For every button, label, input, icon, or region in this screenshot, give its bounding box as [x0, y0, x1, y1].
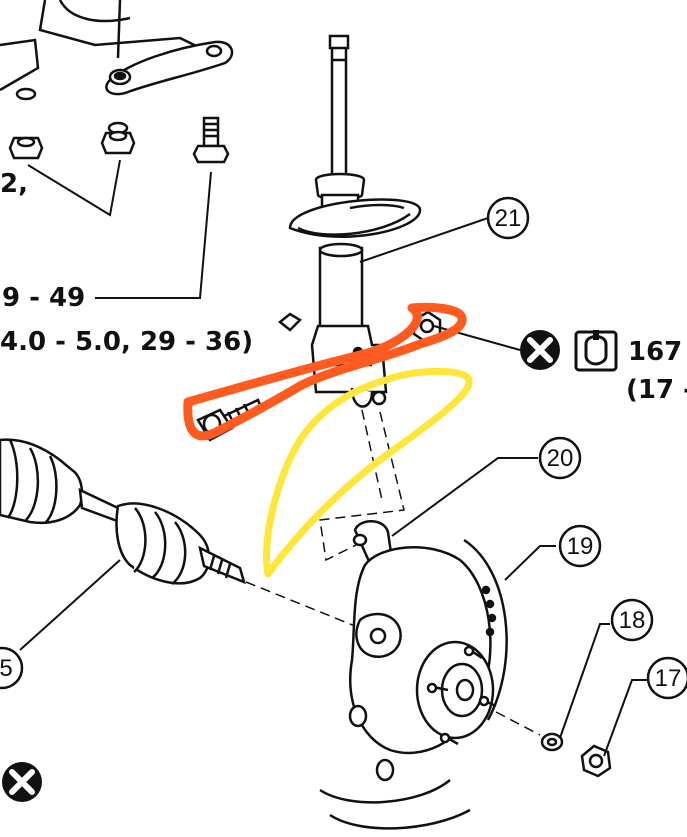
bolt-icon [202, 116, 220, 148]
assembly-dashed-lines [319, 409, 405, 562]
hub-washer [540, 732, 564, 752]
torque-spec-partial: 2, [0, 169, 28, 199]
torque-spec-middle-left: 4.0 - 5.0, 29 - 36) [0, 327, 253, 357]
leader-lines-left [27, 159, 212, 299]
torque-spec-right-bottom: (17 - [626, 375, 687, 405]
torque-wrench-icon [574, 330, 618, 372]
hub-nut [580, 744, 612, 778]
replace-part-icon-bottom [2, 762, 42, 802]
shaft-axis-line [245, 581, 361, 629]
callout-17: 17 [646, 656, 687, 700]
callout-15: 5 [0, 646, 24, 690]
torque-spec-upper-left: 9 - 49 [2, 283, 85, 313]
wheel-hub [415, 640, 497, 746]
yellow-highlight-outline [263, 368, 473, 578]
brake-dust-shield [319, 538, 508, 830]
svg-text:17: 17 [655, 665, 682, 692]
callout-21: 21 [486, 196, 530, 240]
callout-18: 18 [610, 598, 654, 642]
orange-highlight-outline [183, 302, 467, 441]
svg-text:21: 21 [495, 205, 522, 232]
drive-shaft [0, 438, 246, 585]
svg-text:5: 5 [0, 655, 13, 682]
washer-icon [15, 87, 37, 101]
bracket-assembly [0, 0, 234, 96]
torque-spec-right-top: 167 - [628, 337, 687, 367]
hub-axis-line [495, 711, 541, 736]
svg-text:18: 18 [619, 607, 646, 634]
callout-19: 19 [558, 524, 602, 568]
svg-text:19: 19 [567, 533, 594, 560]
svg-text:20: 20 [547, 445, 574, 472]
replace-part-icon [520, 330, 560, 370]
nut-washer-set-left [8, 87, 230, 164]
callout-20: 20 [538, 436, 582, 480]
